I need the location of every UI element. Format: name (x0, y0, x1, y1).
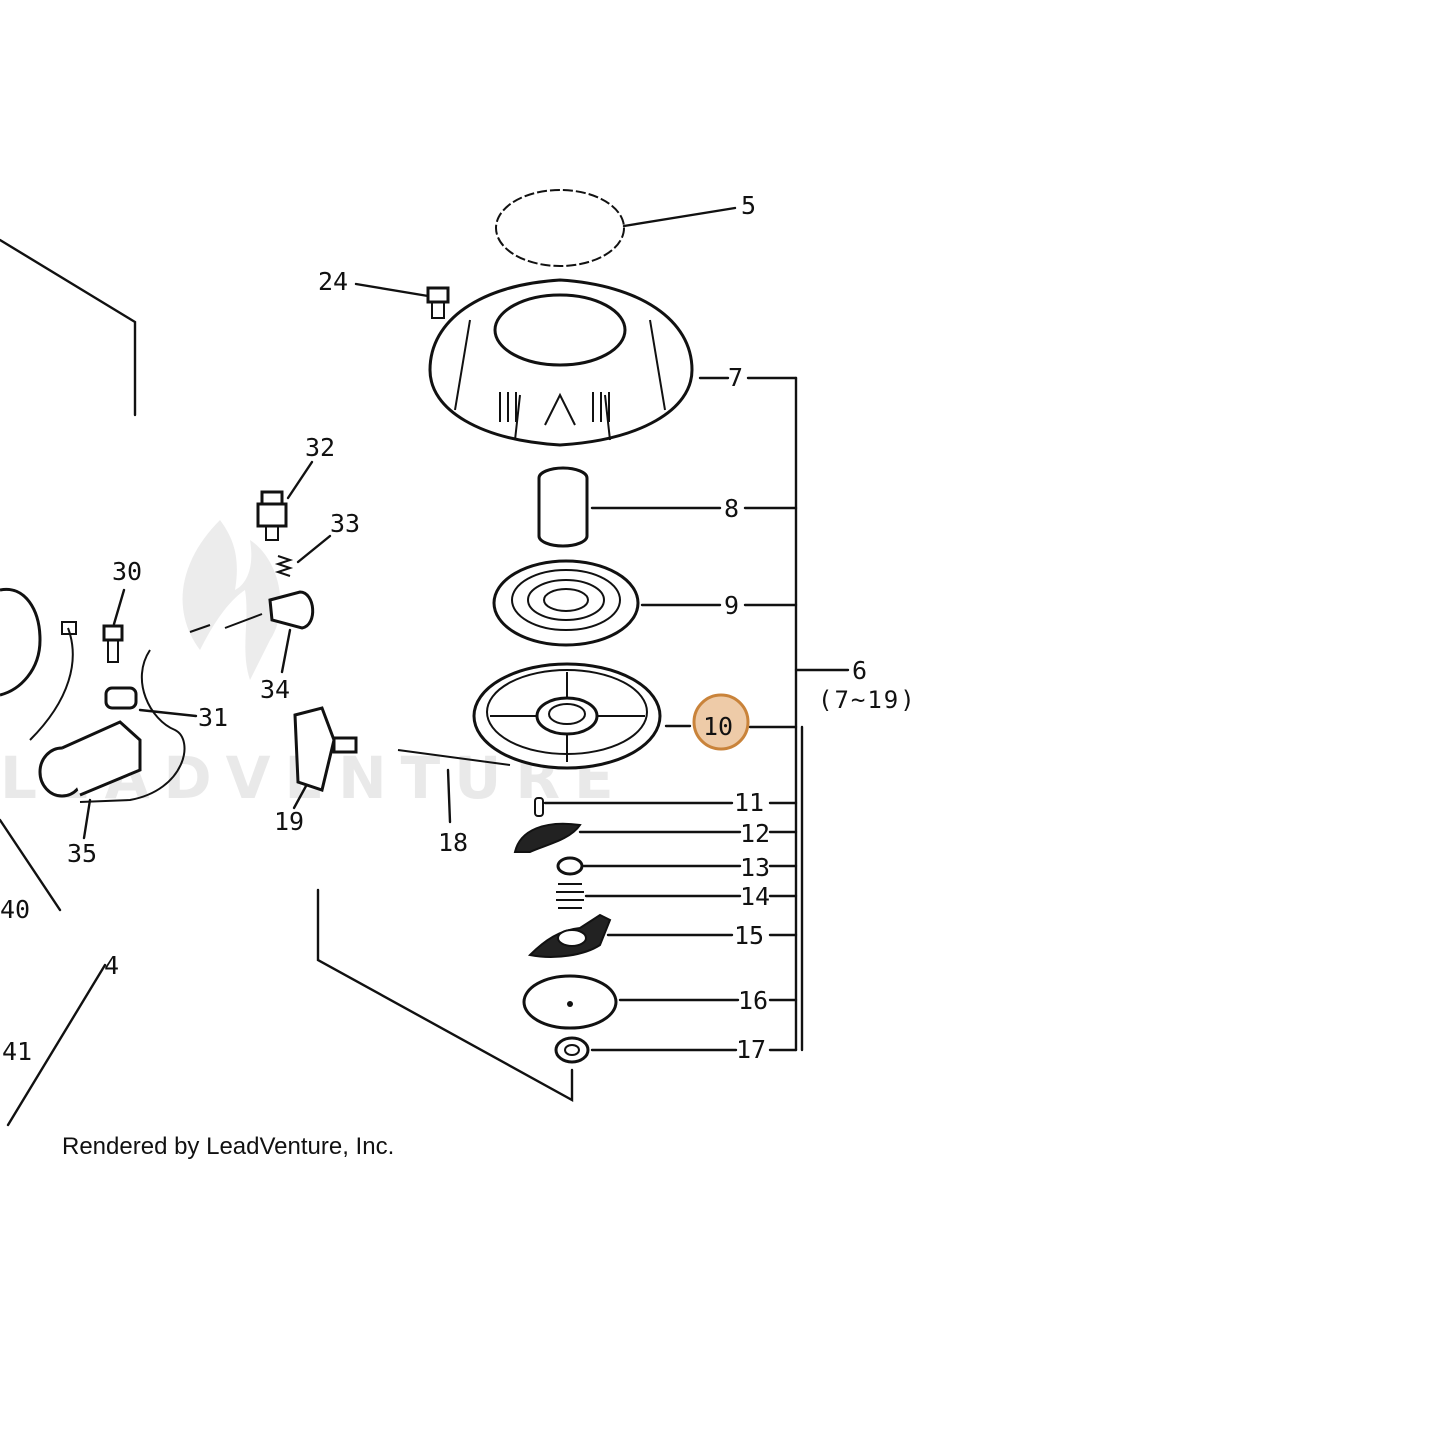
callout-18[interactable]: 18 (438, 828, 468, 857)
part-12-ratchet[interactable] (513, 822, 798, 853)
callout-16[interactable]: 16 (738, 986, 768, 1015)
part-11-pin[interactable] (534, 797, 798, 817)
part-34-plug-cap[interactable] (189, 590, 315, 674)
callout-labels: 5 24 7 32 33 8 30 9 6 (7~19) 34 31 10 19… (0, 191, 917, 1066)
part-14-spring[interactable] (556, 883, 798, 909)
callout-17[interactable]: 17 (736, 1035, 766, 1064)
callout-41[interactable]: 41 (2, 1037, 32, 1066)
part-24-bolt[interactable] (354, 282, 450, 319)
callout-6[interactable]: 6 (852, 656, 867, 685)
callout-5[interactable]: 5 (741, 191, 756, 220)
callout-7[interactable]: 7 (728, 363, 743, 392)
callout-34[interactable]: 34 (260, 675, 290, 704)
callout-14[interactable]: 14 (740, 882, 770, 911)
callout-12[interactable]: 12 (740, 819, 770, 848)
callout-19[interactable]: 19 (274, 807, 304, 836)
part-7-starter-case[interactable] (428, 278, 798, 447)
part-33-spring[interactable] (274, 534, 332, 577)
callout-35[interactable]: 35 (67, 839, 97, 868)
group-bracket-6 (794, 376, 850, 1052)
callout-8[interactable]: 8 (724, 494, 739, 523)
part-35-ignition-coil[interactable] (38, 649, 186, 840)
part-5-gasket[interactable] (495, 189, 737, 267)
part-8-collar[interactable] (537, 466, 798, 548)
callout-24[interactable]: 24 (318, 267, 348, 296)
callout-4[interactable]: 4 (104, 951, 119, 980)
part-10-pulley[interactable] (472, 662, 798, 770)
frame-lines (0, 238, 574, 1127)
part-flywheel-magneto[interactable] (0, 587, 77, 741)
part-13-washer[interactable] (556, 856, 798, 876)
callout-32[interactable]: 32 (305, 433, 335, 462)
callout-33[interactable]: 33 (330, 509, 360, 538)
part-32-plug-terminal[interactable] (256, 460, 314, 541)
part-18-rope[interactable] (397, 749, 511, 824)
callout-31[interactable]: 31 (198, 703, 228, 732)
part-31-connector[interactable] (104, 686, 198, 718)
part-19-handle[interactable] (292, 706, 358, 810)
callout-15[interactable]: 15 (734, 921, 764, 950)
callout-10[interactable]: 10 (703, 712, 733, 741)
callout-40[interactable]: 40 (0, 895, 30, 924)
callout-30[interactable]: 30 (112, 557, 142, 586)
flame-logo-icon (182, 520, 281, 680)
callout-11[interactable]: 11 (734, 788, 764, 817)
credit-text: Rendered by LeadVenture, Inc. (62, 1133, 394, 1160)
callout-13[interactable]: 13 (740, 853, 770, 882)
part-16-plate[interactable] (522, 974, 798, 1030)
highlight-marker (692, 693, 750, 751)
part-15-friction-plate[interactable] (527, 913, 798, 958)
callout-9[interactable]: 9 (724, 591, 739, 620)
part-30-bolt[interactable] (102, 588, 126, 663)
callout-6-range: (7~19) (818, 686, 917, 714)
part-9-spiral-spring[interactable] (492, 559, 798, 647)
part-17-nut[interactable] (554, 1036, 798, 1064)
